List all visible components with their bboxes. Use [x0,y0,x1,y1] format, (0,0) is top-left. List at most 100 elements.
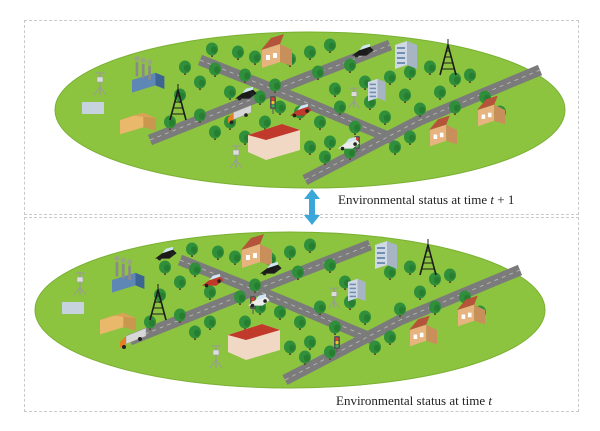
tree-icon [249,278,261,293]
tree-icon [189,262,201,277]
road-marking [179,259,376,341]
weather-station-icon [328,287,340,309]
tree-icon [324,258,336,273]
caption-variable: t [490,192,494,207]
tree-icon [274,305,286,320]
scene-time-t [34,231,546,389]
tree-icon [314,300,326,315]
tree-icon [329,82,341,97]
tree-icon [384,330,396,345]
house-icon [409,315,437,347]
tree-icon [299,350,311,365]
road-marking [284,269,521,381]
office-building-icon [368,78,386,102]
car-icon [235,86,257,101]
tree-icon [284,340,296,355]
house-icon [429,115,457,147]
road-marking [129,244,371,341]
road-marking [149,44,391,141]
tree-icon [179,60,191,75]
traffic-light-icon [270,96,276,114]
tower-icon [169,84,187,121]
tree-icon [304,335,316,350]
tree-icon [206,42,218,57]
traffic-light-icon [334,336,340,354]
tree-icon [224,85,236,100]
tree-icon [254,90,266,105]
tree-icon [239,315,251,330]
double-arrow-icon [304,189,320,225]
caption-time-t-plus-1: Environmental status at time t + 1 [338,192,514,208]
car-icon [248,293,270,308]
factory-icon [132,55,165,93]
tree-icon [212,245,224,260]
caption-prefix: Environmental status at time [336,393,489,408]
tree-icon [394,302,406,317]
tree-icon [324,345,336,360]
tree-icon [269,78,281,93]
office-building-icon [348,278,366,302]
tree-icon [389,140,401,155]
weather-station-icon [348,87,360,109]
caption-variable: t [488,393,492,408]
tree-icon [159,260,171,275]
tree-icon [434,85,446,100]
bottom-scene-frame [24,217,579,412]
car-icon [202,273,224,288]
small-building-icon [82,102,104,114]
road-marking [199,59,396,141]
car-icon [338,136,360,151]
house-icon [241,234,272,268]
tree-icon [209,62,221,77]
tree-icon [194,108,206,123]
tree-icon [404,130,416,145]
house-icon [261,34,292,68]
tree-icon [384,265,396,280]
tree-icon [174,308,186,323]
warehouse-icon [120,112,156,135]
weather-station-icon [229,145,243,169]
truck-icon [228,104,252,125]
tree-icon [379,110,391,125]
warehouse-icon [100,312,136,335]
tree-icon [144,315,156,330]
tree-icon [259,115,271,130]
tree-icon [204,285,216,300]
tower-icon [419,239,437,276]
tree-icon [429,300,441,315]
tree-icon [319,150,331,165]
tree-icon [232,45,244,60]
tree-icon [209,125,221,140]
house-icon [477,95,505,127]
tree-icon [384,70,396,85]
car-icon [290,103,312,118]
tree-icon [449,72,461,87]
tree-icon [464,68,476,83]
tree-icon [344,145,356,160]
scene-time-t-plus-1 [54,31,566,189]
caption-time-t: Environmental status at time t [336,393,492,409]
truck-icon [120,327,147,349]
tree-icon [334,100,346,115]
tree-icon [399,88,411,103]
tree-icon [414,102,426,117]
weather-station-icon [93,72,107,96]
weather-station-icon [73,272,87,296]
tree-icon [404,65,416,80]
tree-icon [312,65,324,80]
tree-icon [194,75,206,90]
tree-icon [294,315,306,330]
tree-icon [229,250,241,265]
car-icon [352,43,374,58]
small-building-icon [62,302,84,314]
car-icon [155,246,177,261]
top-scene-frame [24,20,579,215]
caption-suffix: + 1 [493,192,515,207]
tree-icon [369,340,381,355]
tree-icon [234,290,246,305]
tree-icon [444,268,456,283]
tree-icon [344,58,356,73]
tree-icon [284,245,296,260]
